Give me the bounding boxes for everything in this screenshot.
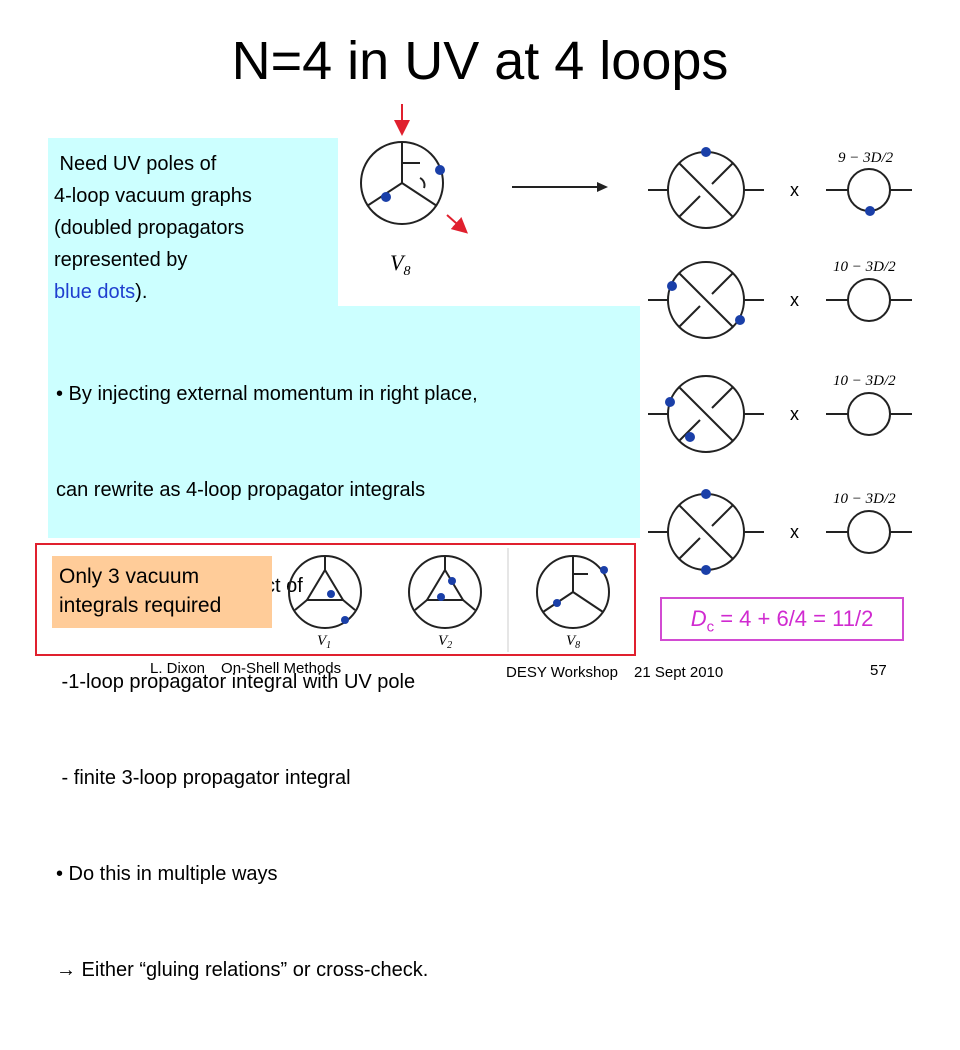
red-arrow-diagonal: [446, 214, 468, 234]
times-sign: x: [790, 290, 799, 310]
dc-value: = 4 + 6/4 = 11/2: [714, 606, 874, 631]
blue-dot: [341, 616, 349, 624]
bullet-line: • Do this in multiple ways: [56, 863, 278, 885]
text-tail: ).: [135, 281, 148, 303]
footer-event: DESY Workshop: [506, 664, 618, 681]
v8-vacuum-graph: [360, 141, 444, 225]
footer-left: L. Dixon On-Shell Methods: [150, 660, 341, 678]
propagator-row-2: [648, 261, 912, 339]
pole-exponent: 10 − 3D/2: [833, 491, 896, 507]
feynman-diagrams: V8: [288, 104, 912, 652]
blue-dot: [685, 432, 695, 442]
bullet-line: • By injecting external momentum in righ…: [56, 383, 478, 405]
blue-dot: [600, 566, 608, 574]
footer-right: DESY Workshop 21 Sept 2010: [506, 664, 723, 682]
v1-label: V1: [317, 633, 331, 651]
footer-course: On-Shell Methods: [221, 660, 342, 677]
text-line: Only 3 vacuum: [59, 565, 200, 588]
times-sign: x: [790, 522, 799, 542]
blue-dot: [701, 147, 711, 157]
text-line: integrals required: [59, 594, 222, 617]
v2-vacuum-graph: [408, 555, 482, 629]
vacuum-integrals-frame: [35, 543, 636, 656]
v8-small-vacuum-graph: [536, 555, 610, 629]
propagator-row-1: [648, 147, 912, 229]
text-line: → Either “gluing relations” or cross-che…: [56, 954, 478, 986]
v8-small-label: V8: [566, 633, 580, 651]
propagator-row-3: [648, 375, 912, 453]
blue-dot: [381, 192, 391, 202]
blue-dot: [667, 281, 677, 291]
slide-title: N=4 in UV at 4 loops: [231, 31, 729, 91]
dc-subscript: c: [706, 618, 715, 636]
text-line: 4-loop vacuum graphs: [54, 185, 252, 207]
black-arrow-head: [597, 182, 608, 192]
critical-dimension-box: Dc = 4 + 6/4 = 11/2: [660, 597, 904, 641]
pole-exponent: 10 − 3D/2: [833, 373, 896, 389]
blue-dot: [327, 590, 335, 598]
blue-dots-text: blue dots: [54, 281, 136, 303]
times-sign: x: [790, 180, 799, 200]
vacuum-integrals-note: Only 3 vacuum integrals required: [52, 556, 272, 628]
blue-dot: [553, 599, 561, 607]
footer-date: 21 Sept 2010: [634, 664, 724, 681]
pole-exponent: 10 − 3D/2: [833, 259, 896, 275]
v1-vacuum-graph: [288, 555, 362, 629]
text-line: - finite 3-loop propagator integral: [56, 767, 351, 789]
text-line: (doubled propagators: [54, 217, 245, 239]
v2-label: V2: [438, 633, 452, 651]
pole-exponent: 9 − 3D/2: [838, 150, 894, 166]
blue-dot: [735, 315, 745, 325]
blue-dot: [435, 165, 445, 175]
v8-label: V8: [390, 250, 410, 279]
blue-dot: [437, 593, 445, 601]
propagator-row-4: [648, 489, 912, 575]
blue-dot: [865, 206, 875, 216]
footer-author: L. Dixon: [150, 660, 206, 677]
text-line: can rewrite as 4-loop propagator integra…: [56, 479, 426, 501]
blue-dot: [448, 577, 456, 585]
text-line: -1-loop propagator integral with UV pole: [56, 671, 416, 693]
conclusion-text: Either “gluing relations” or cross-check…: [76, 959, 429, 981]
text-line: Need UV poles of: [54, 153, 217, 175]
page-number: 57: [870, 662, 887, 679]
dc-symbol: D: [690, 606, 707, 631]
text-line: represented by: [54, 249, 188, 271]
times-sign: x: [790, 404, 799, 424]
uv-poles-textbox: Need UV poles of 4-loop vacuum graphs (d…: [48, 138, 338, 306]
blue-dot: [701, 565, 711, 575]
blue-dot: [665, 397, 675, 407]
blue-dot: [701, 489, 711, 499]
arrow-icon: →: [56, 959, 76, 981]
text-line: blue dots).: [54, 276, 252, 308]
